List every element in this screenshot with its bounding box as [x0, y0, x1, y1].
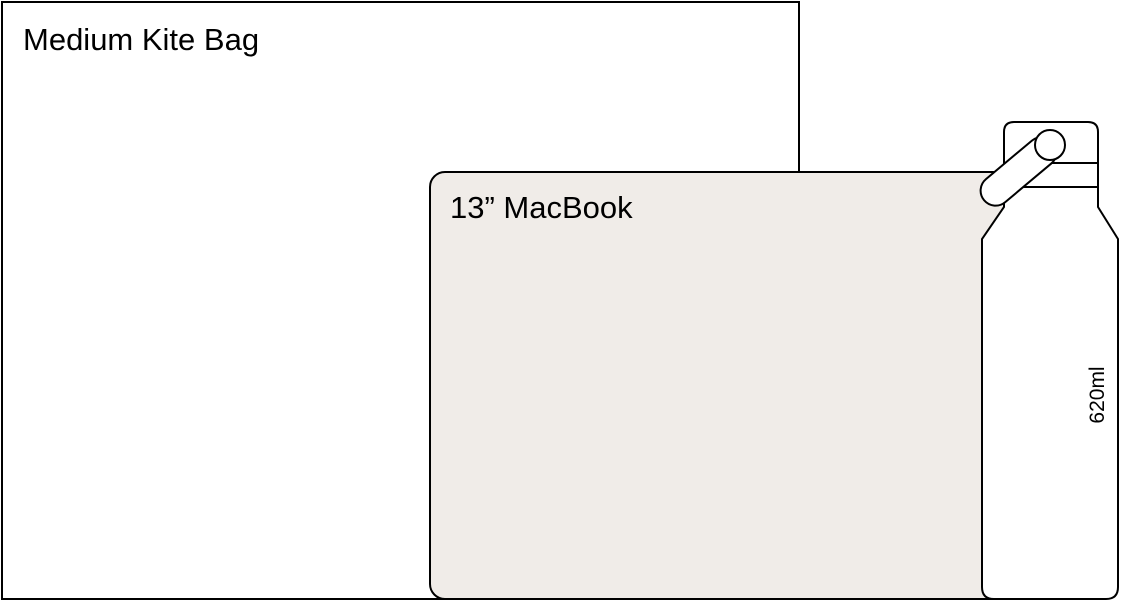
- macbook-outline: 13” MacBook: [429, 171, 1009, 600]
- bottle-capacity-label: 620ml: [1086, 366, 1109, 423]
- macbook-label: 13” MacBook: [450, 190, 633, 225]
- kite-bag-label: Medium Kite Bag: [23, 22, 260, 57]
- bottle-loop-knob: [1034, 129, 1066, 161]
- bottle-body: [981, 121, 1119, 600]
- water-bottle-icon: 620ml: [979, 121, 1119, 600]
